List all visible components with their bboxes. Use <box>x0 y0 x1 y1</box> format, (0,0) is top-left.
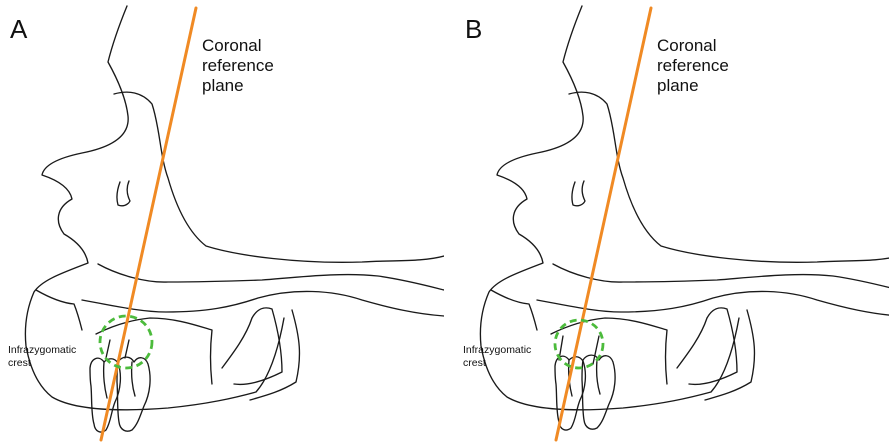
malar-contour <box>491 290 537 330</box>
panel-letter: A <box>10 14 27 45</box>
zygomatic-arch-upper <box>553 264 889 290</box>
zygomatic-arch-lower <box>82 291 444 316</box>
diagram-panel-a: A Coronal reference plane Infrazygomatic… <box>0 0 444 442</box>
pterygoid-plate <box>677 308 737 385</box>
malar-contour <box>36 290 82 330</box>
crest-mark <box>106 340 110 358</box>
panel-letter: B <box>465 14 482 45</box>
crest-mark <box>125 340 129 358</box>
orbit-rim-outline <box>114 92 444 262</box>
zygomatic-arch-upper <box>98 264 444 290</box>
diagram-panel-b: B Coronal reference plane Infrazygomatic… <box>455 0 889 442</box>
pterygoid-plate <box>222 308 282 385</box>
nasolacrimal-detail <box>117 181 130 206</box>
coronal-plane-label: Coronal reference plane <box>202 36 274 96</box>
nasolacrimal-detail <box>572 181 585 206</box>
maxilla-lower-border <box>96 318 212 384</box>
coronal-reference-line <box>556 8 651 440</box>
molar-tooth <box>117 357 150 431</box>
zygomatic-arch-lower <box>537 291 889 316</box>
orbit-rim-outline <box>569 92 889 262</box>
coronal-plane-label: Coronal reference plane <box>657 36 729 96</box>
coronal-reference-line <box>101 8 196 440</box>
infrazygomatic-crest-label: Infrazygomatic crest <box>8 344 76 370</box>
infrazygomatic-crest-label: Infrazygomatic crest <box>463 344 531 370</box>
